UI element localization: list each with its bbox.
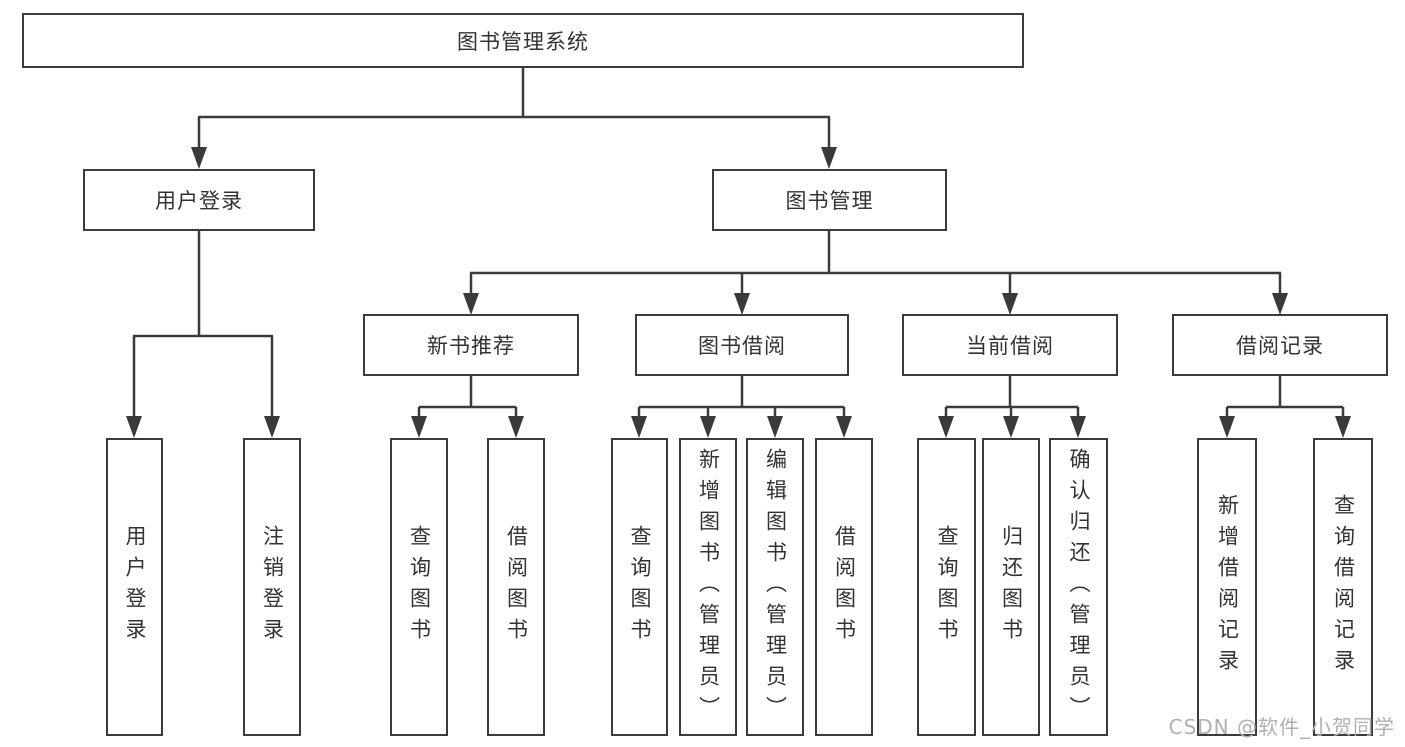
node-borrowing-records-label: 借阅记录	[1236, 334, 1324, 358]
leaf-borrowing-query-books: 查询图书	[611, 438, 668, 736]
node-root-label: 图书管理系统	[457, 29, 589, 54]
leaf-borrowing-edit-books-admin-label: 编辑图书（管理员）	[763, 447, 788, 727]
node-new-book-recommend: 新书推荐	[363, 314, 579, 376]
node-book-management-label: 图书管理	[785, 189, 874, 213]
leaf-borrowing-borrow-books: 借阅图书	[815, 438, 873, 736]
node-current-borrowing-label: 当前借阅	[966, 334, 1054, 358]
edge-root-to-level2	[197, 68, 831, 149]
edge-current-to-leaves	[944, 375, 1080, 417]
leaf-borrowing-borrow-books-label: 借阅图书	[832, 525, 857, 649]
leaf-logout: 注销登录	[243, 438, 301, 736]
leaf-recommend-query-books: 查询图书	[390, 438, 448, 736]
node-book-borrowing-label: 图书借阅	[698, 334, 786, 358]
leaf-borrowing-query-books-label: 查询图书	[628, 525, 652, 649]
leaf-current-confirm-return-admin-label: 确认归还（管理员）	[1067, 447, 1091, 727]
edge-userlogin-to-leaves	[132, 230, 274, 418]
leaf-current-return-books-label: 归还图书	[999, 525, 1024, 649]
node-new-book-recommend-label: 新书推荐	[427, 334, 515, 358]
node-root: 图书管理系统	[22, 13, 1024, 68]
leaf-current-return-books: 归还图书	[982, 438, 1040, 736]
leaf-borrowing-add-books-admin: 新增图书（管理员）	[679, 438, 737, 736]
leaf-current-query-books: 查询图书	[917, 438, 976, 736]
leaf-records-query-record-label: 查询借阅记录	[1331, 494, 1356, 680]
leaf-records-add-record: 新增借阅记录	[1197, 438, 1257, 736]
node-borrowing-records: 借阅记录	[1172, 314, 1388, 376]
arrowheads	[126, 147, 1351, 438]
csdn-watermark: CSDN @软件_小贺同学	[1168, 715, 1395, 739]
leaf-logout-label: 注销登录	[260, 525, 285, 649]
leaf-user-login: 用户登录	[106, 438, 163, 736]
node-user-login: 用户登录	[83, 169, 315, 231]
leaf-borrowing-add-books-admin-label: 新增图书（管理员）	[696, 447, 721, 727]
leaf-records-add-record-label: 新增借阅记录	[1215, 494, 1240, 680]
leaf-user-login-label: 用户登录	[123, 525, 147, 649]
leaf-records-query-record: 查询借阅记录	[1313, 438, 1373, 736]
node-book-management: 图书管理	[712, 169, 947, 231]
leaf-recommend-borrow-books-label: 借阅图书	[504, 525, 529, 649]
leaf-current-query-books-label: 查询图书	[935, 525, 959, 649]
edge-newrec-to-leaves	[417, 375, 518, 417]
edge-records-to-leaves	[1225, 375, 1345, 417]
edge-borrowing-to-leaves	[637, 375, 846, 417]
node-user-login-label: 用户登录	[155, 189, 243, 213]
node-current-borrowing: 当前借阅	[902, 314, 1118, 376]
leaf-current-confirm-return-admin: 确认归还（管理员）	[1049, 438, 1108, 736]
node-book-borrowing: 图书借阅	[635, 314, 849, 376]
leaf-borrowing-edit-books-admin: 编辑图书（管理员）	[746, 438, 804, 736]
leaf-recommend-query-books-label: 查询图书	[407, 525, 432, 649]
leaf-recommend-borrow-books: 借阅图书	[487, 438, 545, 736]
edge-bookmgmt-to-level3	[469, 230, 1282, 294]
